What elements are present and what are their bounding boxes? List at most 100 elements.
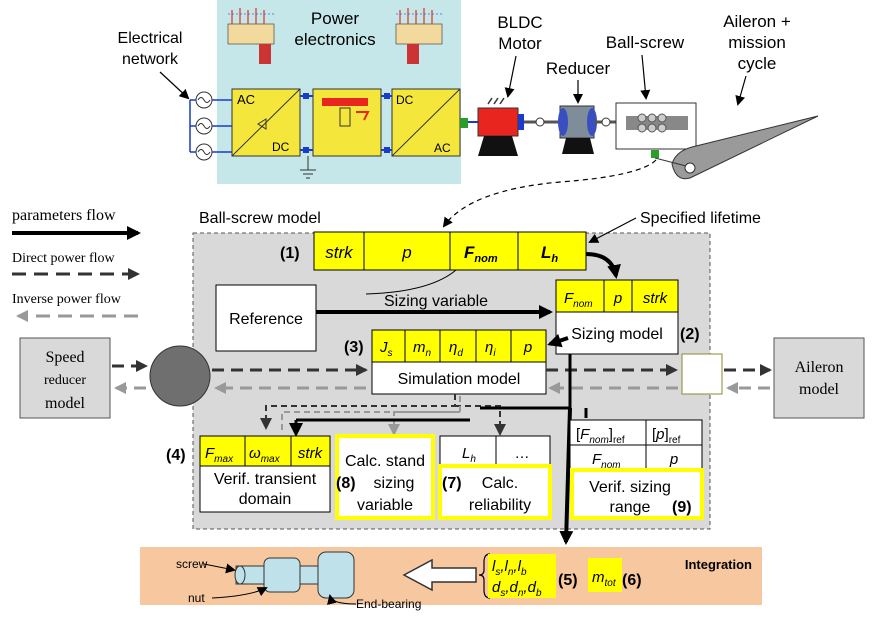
int-m: m — [592, 569, 605, 586]
int-ds: d — [492, 579, 501, 596]
aileron-label-3: cycle — [738, 54, 777, 73]
reference-label: Reference — [229, 311, 303, 328]
reference-box — [215, 284, 317, 352]
svg-text:Fmax: Fmax — [205, 445, 234, 465]
int-dn-sub: n — [518, 588, 524, 599]
verif-transient-label-2: domain — [239, 491, 291, 508]
specified-lifetime-label: Specified lifetime — [640, 210, 761, 227]
int-ln-sub: n — [508, 567, 514, 578]
verif-transient-label-1: Verif. transient — [214, 471, 317, 488]
calc-stand-label-1: Calc. stand — [345, 453, 425, 470]
end-bearing-label: End-bearing — [356, 597, 421, 611]
rel-lh: L — [462, 445, 470, 462]
step-1-label: (1) — [280, 245, 300, 262]
svg-text:mn: mn — [413, 339, 432, 359]
ac-right-label: AC — [434, 141, 451, 155]
sim-j-sub: s — [388, 348, 393, 359]
step-4-label: (4) — [166, 447, 186, 464]
calc-stand-label-3: variable — [357, 497, 413, 514]
step-2-label: (2) — [680, 326, 700, 343]
legend-inverse-power-flow: Inverse power flow — [12, 292, 122, 307]
vs-p: p — [669, 451, 678, 468]
sim-eta-d: η — [449, 339, 457, 356]
input-parameters-row: strk p Fnom Lh — [313, 231, 587, 271]
step-5-label: (5) — [558, 572, 578, 589]
speed-reducer-label-1: Speed — [45, 349, 84, 366]
sim-eta-i-sub: i — [493, 348, 496, 359]
bldc-label-1: BLDC — [497, 13, 542, 32]
bldc-motor-icon — [477, 97, 524, 156]
sizing-strk: strk — [643, 290, 669, 307]
param-f-nom-sub: nom — [474, 253, 497, 265]
speed-reducer-label-2: reducer — [44, 373, 86, 388]
sim-p: p — [523, 339, 532, 356]
ball-screw-drawing-icon — [234, 551, 355, 599]
electrical-network-label-1: Electrical — [118, 30, 183, 47]
dc-right-label: DC — [396, 93, 414, 107]
svg-text:ηd: ηd — [449, 339, 463, 359]
verif-omega-max-sub: max — [261, 454, 281, 465]
sizing-p: p — [613, 290, 622, 307]
verif-sizing-label-2: range — [610, 499, 651, 516]
integration-title: Integration — [685, 557, 752, 572]
aileron-label-2: mission — [728, 33, 786, 52]
bldc-label-2: Motor — [498, 34, 542, 53]
int-lb-sub: b — [521, 567, 527, 578]
speed-reducer-label-3: model — [45, 395, 86, 412]
svg-text:Lh: Lh — [541, 243, 558, 265]
sim-m: m — [413, 339, 426, 356]
calc-reliability-label-2: reliability — [469, 497, 531, 514]
verif-omega-max: ω — [249, 445, 261, 462]
ac-source-icons — [189, 91, 232, 161]
heatsink-right-icon — [395, 8, 443, 64]
step-9-label: (9) — [672, 499, 692, 516]
verif-f-max-sub: max — [214, 454, 234, 465]
aileron-model-label-2: model — [799, 381, 840, 398]
svg-text:Lh: Lh — [462, 445, 476, 465]
ball-screw-label: Ball-screw — [606, 33, 685, 52]
verif-transient-box: Fmax ωmax strk Verif. transient domain — [199, 435, 331, 513]
ac-left-label: AC — [237, 92, 255, 107]
calc-stand-label-2: sizing — [374, 475, 415, 492]
int-db-sub: b — [536, 588, 542, 599]
vs-p-ref-sub: ref — [669, 435, 681, 446]
calc-reliability-box: Lh … Calc. reliability — [438, 435, 552, 520]
int-ls: l — [492, 558, 496, 575]
dc-left-label: DC — [272, 140, 290, 154]
param-f-nom: F — [464, 243, 475, 262]
step-6-label: (6) — [622, 572, 642, 589]
sizing-model-box: Fnom p strk Sizing model — [555, 279, 679, 355]
power-electronics-label-1: Power — [311, 9, 360, 28]
int-m-sub: tot — [605, 578, 617, 589]
vs-ref-sub: ref — [613, 435, 625, 446]
aileron-model-label-1: Aileron — [795, 359, 844, 376]
svg-text:Fnom: Fnom — [464, 243, 498, 265]
verif-sizing-range-box: [Fnom]ref [p]ref Fnom p Verif. sizing ra… — [569, 419, 704, 520]
int-ds-sub: s — [500, 588, 505, 599]
simulation-model-box — [371, 361, 547, 395]
calc-reliability-label-1: Calc. — [482, 475, 518, 492]
sizing-f-nom-sub: nom — [573, 299, 592, 310]
sim-eta-d-sub: d — [457, 348, 463, 359]
legend-direct-power-flow: Direct power flow — [12, 251, 116, 266]
int-db: d — [528, 579, 537, 596]
power-electronics-label-2: electronics — [294, 30, 375, 49]
heatsink-left-icon — [227, 8, 275, 64]
aileron-label-1: Aileron + — [723, 12, 791, 31]
vs-fnom-ref-sub: nom — [589, 435, 608, 446]
svg-text:ds,dn,db: ds,dn,db — [492, 579, 542, 599]
step-8-label: (8) — [336, 475, 356, 492]
int-ln: l — [505, 558, 509, 575]
speed-reducer-connector — [149, 345, 211, 407]
int-dn: d — [510, 579, 519, 596]
sim-eta-i: η — [485, 339, 493, 356]
verif-sizing-label-1: Verif. sizing — [589, 479, 671, 496]
step-3-label: (3) — [344, 339, 364, 356]
simulation-model-label: Simulation model — [398, 371, 521, 388]
sizing-variable-label: Sizing variable — [384, 293, 488, 310]
simulation-params-row: Js mn ηd ηi p — [371, 329, 547, 363]
int-ls-sub: s — [495, 567, 500, 578]
integration-hollow-arrow — [402, 558, 477, 592]
sizing-f-nom: F — [564, 290, 574, 307]
